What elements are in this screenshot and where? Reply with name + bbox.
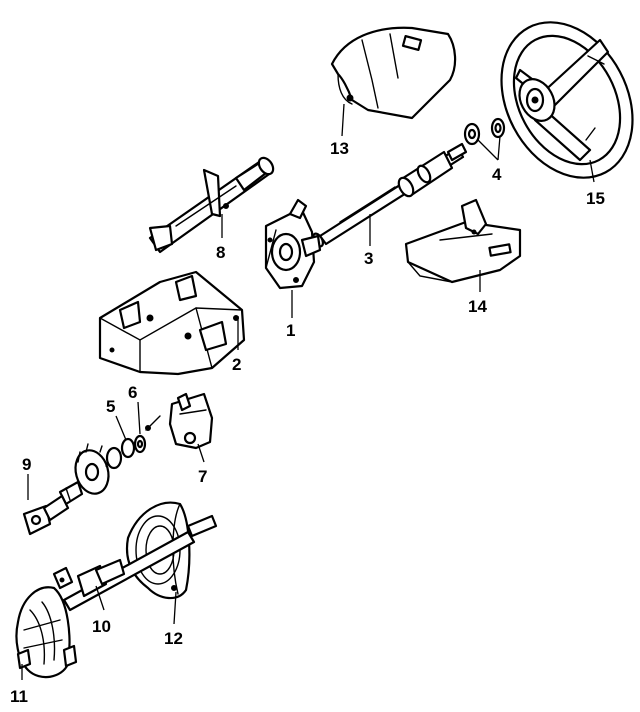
lower-shroud-part: [404, 198, 522, 284]
bearing-part: [120, 415, 161, 459]
callout-11: 11: [10, 687, 28, 706]
shift-tube-part: [148, 156, 275, 254]
callout-2: 2: [232, 355, 241, 374]
callout-15: 15: [586, 189, 605, 208]
universal-joint-part: [22, 480, 84, 536]
callout-3: 3: [364, 249, 373, 268]
lock-housing-part: [264, 198, 322, 290]
callout-6: 6: [128, 383, 137, 402]
callout-9: 9: [22, 455, 31, 474]
callout-10: 10: [92, 617, 111, 636]
callout-7: 7: [198, 467, 207, 486]
callout-14: 14: [468, 297, 487, 316]
upper-shroud-part: [330, 26, 457, 120]
steering-shaft-part: [311, 142, 468, 248]
callout-12: 12: [164, 629, 183, 648]
intermediate-shaft-part: [52, 530, 196, 612]
callout-13: 13: [330, 139, 349, 158]
switch-housing-part: [168, 392, 214, 450]
nut-washer-part: [463, 117, 506, 146]
lower-boot-part: [15, 586, 78, 679]
callout-4: 4: [492, 165, 502, 184]
steering-wheel-part: [500, 21, 634, 179]
callout-1: 1: [286, 321, 295, 340]
callout-5: 5: [106, 397, 115, 416]
leader-lines: [21, 103, 595, 680]
column-bracket-part: [98, 270, 246, 376]
callout-8: 8: [216, 243, 225, 262]
sensor-ring-part: [74, 443, 123, 495]
